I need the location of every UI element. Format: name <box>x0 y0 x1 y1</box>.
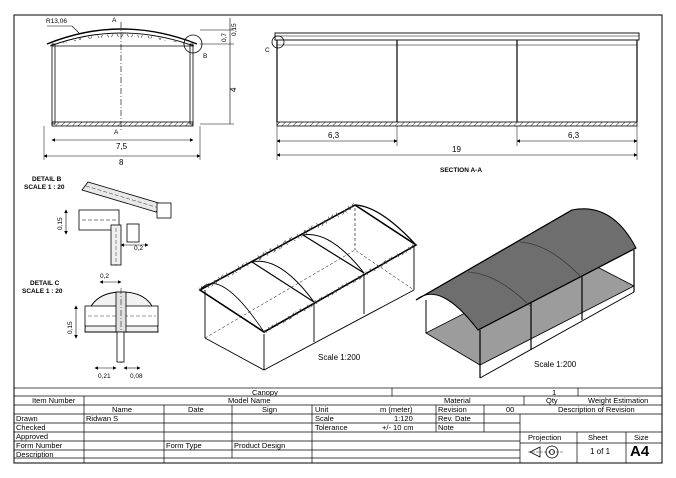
dim-left-section: 6,3 <box>328 131 340 140</box>
tolerance-value: +/- 10 cm <box>382 423 414 432</box>
revision-value: 00 <box>506 405 515 414</box>
detail-c: DETAIL C SCALE 1 : 20 0,2 0,15 0,21 0,08 <box>22 273 159 380</box>
detail-c-dim-015: 0,15 <box>67 321 74 334</box>
model-name-value: Canopy <box>252 388 278 397</box>
col-date-label: Date <box>188 405 204 414</box>
scale-label: Scale <box>315 414 334 423</box>
detail-c-dim-02: 0,2 <box>100 273 109 280</box>
weight-label: Weight Estimation <box>588 396 649 405</box>
sheet-value: 1 of 1 <box>590 447 611 456</box>
dim-8-front: 8 <box>119 158 124 167</box>
detail-b-title-2: SCALE 1 : 20 <box>24 184 65 191</box>
unit-label: Unit <box>315 405 329 414</box>
col-name-label: Name <box>112 405 133 414</box>
detail-b-dim-02: 0,2 <box>134 245 143 252</box>
material-label: Material <box>444 396 471 405</box>
unit-value: m (meter) <box>380 405 413 414</box>
dim-015-front: 0,15 <box>231 23 238 36</box>
note-label: Note <box>438 423 454 432</box>
scale-value: 1:120 <box>394 414 413 423</box>
tolerance-label: Tolerance <box>315 423 348 432</box>
checked-label: Checked <box>16 423 46 432</box>
iso-roofed-view: Scale 1:200 <box>415 208 637 379</box>
col-sign-label: Sign <box>262 405 278 414</box>
detail-c-title-1: DETAIL C <box>30 280 60 287</box>
product-design-value: Product Design <box>234 441 286 450</box>
section-caption: SECTION A-A <box>440 167 482 174</box>
description-label: Description <box>16 450 54 459</box>
detail-b-dim-015: 0,15 <box>57 217 64 230</box>
dim-4-front: 4 <box>229 87 238 92</box>
item-number-value: 1 <box>552 388 557 397</box>
detail-b-marker: B <box>203 53 207 60</box>
section-letter-bottom: A <box>114 129 119 136</box>
projection-label: Projection <box>528 433 562 442</box>
size-label: Size <box>634 433 649 442</box>
dim-75-front: 7,5 <box>116 142 128 151</box>
iso-frame-view: Scale 1:200 <box>198 202 418 371</box>
detail-c-title-2: SCALE 1 : 20 <box>22 288 63 295</box>
sheet-label: Sheet <box>588 433 608 442</box>
iso-frame-scale: Scale 1:200 <box>318 353 361 362</box>
form-number-label: Form Number <box>16 441 63 450</box>
dim-07-front: 0,7 <box>221 33 228 42</box>
form-type-label: Form Type <box>166 441 202 450</box>
drawn-name: Ridwan S <box>86 414 119 423</box>
dim-right-section: 6,3 <box>568 131 580 140</box>
qty-label: Qty <box>546 396 558 405</box>
model-name-label: Model Name <box>228 396 271 405</box>
approved-label: Approved <box>16 432 49 441</box>
drawn-label: Drawn <box>16 414 38 423</box>
detail-b-title-1: DETAIL B <box>32 176 62 183</box>
detail-c-dim-008: 0,08 <box>130 373 143 380</box>
first-angle-projection-icon <box>528 445 564 459</box>
size-value: A4 <box>630 443 650 460</box>
rev-date-label: Rev. Date <box>438 414 471 423</box>
iso-roofed-scale: Scale 1:200 <box>534 360 577 369</box>
item-number-label: Item Number <box>32 396 76 405</box>
detail-c-marker: C <box>265 47 270 54</box>
revision-label: Revision <box>438 405 467 414</box>
radius-label: R13,06 <box>46 18 67 25</box>
section-letter-top: A <box>112 17 117 24</box>
section-view: C 6,3 6,3 19 SECTION A-A <box>265 32 640 174</box>
description-of-revision-label: Description of Revision <box>558 405 635 414</box>
dim-total-section: 19 <box>452 145 461 154</box>
detail-b: DETAIL B SCALE 1 : 20 0,15 0,2 <box>24 176 172 266</box>
detail-c-dim-021: 0,21 <box>98 373 111 380</box>
front-view: B A A R13,06 0,15 0,7 4 7,5 8 <box>43 17 238 167</box>
title-block <box>13 387 663 464</box>
